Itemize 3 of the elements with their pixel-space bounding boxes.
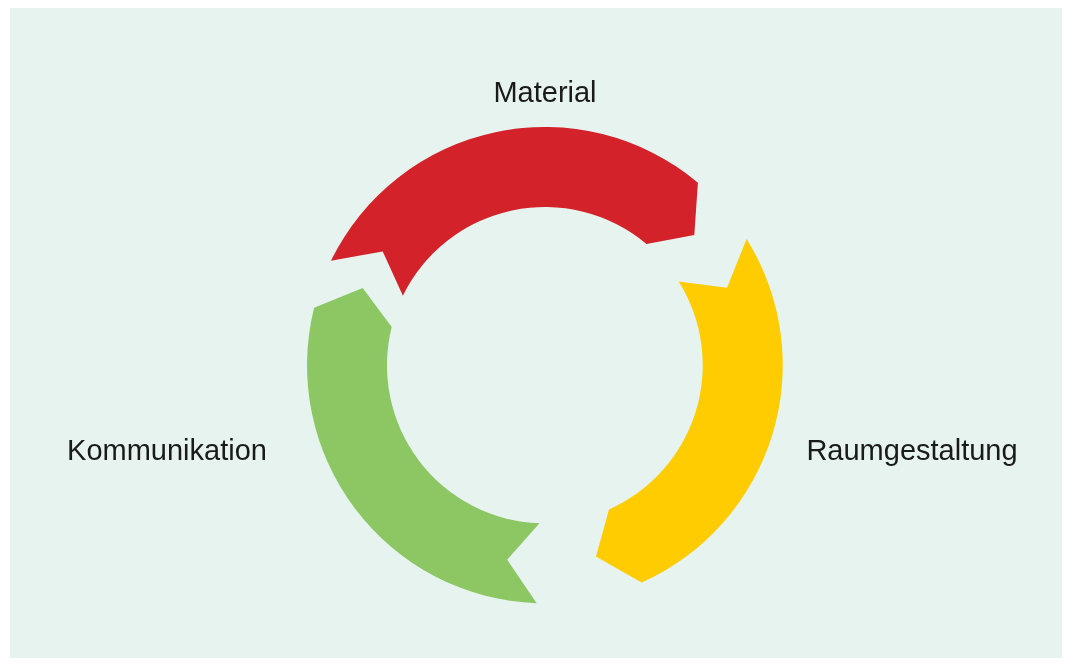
step-label: Raumgestaltung — [806, 435, 1018, 465]
step-label: Material — [493, 77, 597, 107]
step-label: Kommunikation — [67, 435, 267, 465]
